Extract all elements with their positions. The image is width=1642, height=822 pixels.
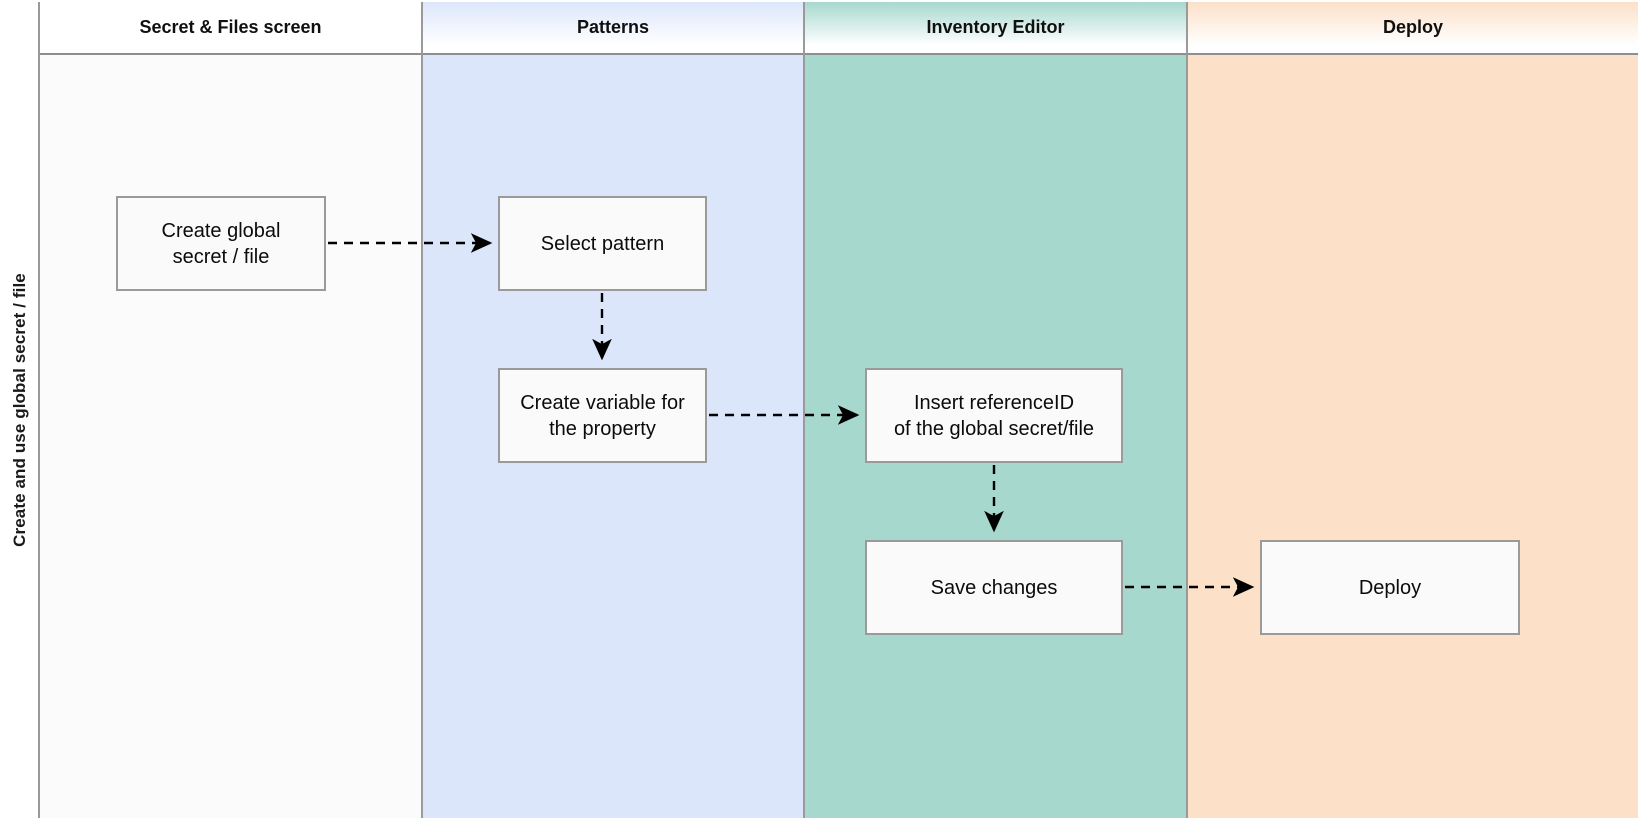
node-save-changes[interactable]: Save changes (865, 540, 1123, 635)
node-create-variable-for-the-property[interactable]: Create variable for the property (498, 368, 707, 463)
lane-header-secret-files: Secret & Files screen (40, 2, 421, 55)
lane-separator-1 (421, 2, 423, 818)
lane-header-patterns: Patterns (423, 2, 803, 55)
lane-secret-files: Secret & Files screen (40, 2, 421, 818)
lane-label-deploy: Deploy (1382, 17, 1443, 37)
node-insert-referenceid[interactable]: Insert referenceID of the global secret/… (865, 368, 1123, 463)
pool-title-label: Create and use global secret / file (10, 273, 29, 547)
lane-label-inventory-editor: Inventory Editor (926, 17, 1065, 37)
lane-deploy: Deploy (1188, 2, 1638, 818)
lane-label-patterns: Patterns (576, 17, 650, 37)
lane-header-inventory-editor: Inventory Editor (805, 2, 1186, 55)
lane-label-secret-files: Secret & Files screen (139, 17, 322, 37)
lane-body-deploy (1188, 55, 1638, 818)
node-create-global-secret-file[interactable]: Create global secret / file (116, 196, 326, 291)
lane-separator-3 (1186, 2, 1188, 818)
node-select-pattern[interactable]: Select pattern (498, 196, 707, 291)
lane-separator-2 (803, 2, 805, 818)
lane-body-secret-files (40, 55, 421, 818)
lane-header-deploy: Deploy (1188, 2, 1638, 55)
pool-title: Create and use global secret / file (2, 2, 40, 818)
node-deploy[interactable]: Deploy (1260, 540, 1520, 635)
